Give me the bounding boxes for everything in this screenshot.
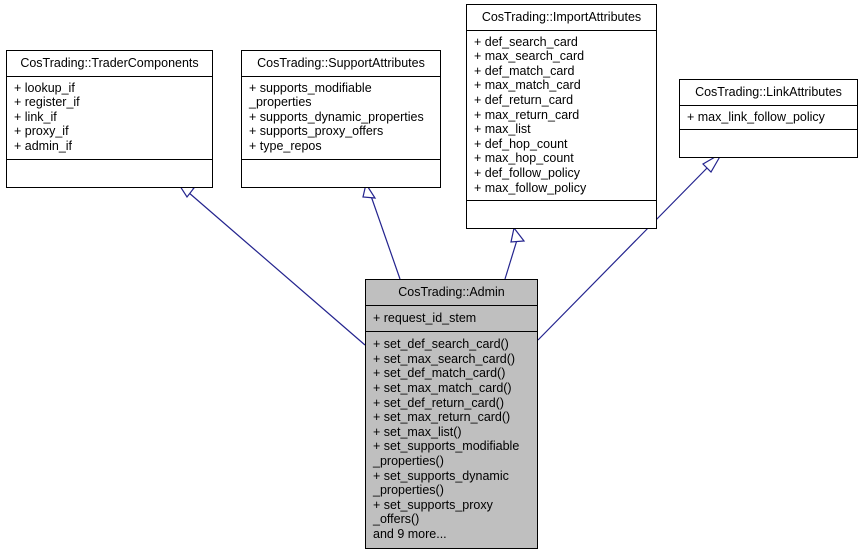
attribute-row: + def_follow_policy [474, 165, 580, 180]
class-title: CosTrading::Admin [366, 280, 537, 306]
attribute-row: + lookup_if [14, 80, 75, 95]
operation-row: + set_def_search_card() [373, 337, 509, 352]
operation-row: + set_def_match_card() [373, 366, 506, 381]
attribute-row: + link_if [14, 109, 57, 124]
attribute-row: + max_list [474, 122, 531, 137]
attribute-row: + supports_dynamic_properties [249, 109, 424, 124]
class-box-trader-components[interactable]: CosTrading::TraderComponents + lookup_if… [6, 50, 213, 188]
class-title: CosTrading::ImportAttributes [467, 5, 656, 31]
operation-row: + set_max_search_card() [373, 351, 516, 366]
attribute-row: + def_match_card [474, 63, 575, 78]
attribute-row: + type_repos [249, 138, 322, 153]
attribute-row: + max_return_card [474, 107, 580, 122]
operation-row: + set_def_return_card() [373, 395, 504, 410]
attribute-row: + supports_modifiable _properties [249, 80, 372, 110]
class-attributes-section: + supports_modifiable _properties + supp… [242, 77, 440, 160]
edge-admin-to-importattributes [504, 226, 526, 280]
operation-row: + set_max_list() [373, 424, 462, 439]
class-operations-section [7, 160, 212, 187]
operation-row: + set_supports_dynamic _properties() [373, 468, 509, 498]
attribute-row: + def_hop_count [474, 136, 568, 151]
operation-row: + set_max_return_card() [373, 410, 511, 425]
class-attributes-section: + max_link_follow_policy [680, 106, 857, 131]
attribute-row: + admin_if [14, 138, 73, 153]
attribute-row: + request_id_stem [373, 310, 477, 325]
edge-admin-to-supportattributes [362, 182, 401, 280]
attribute-row: + max_match_card [474, 78, 581, 93]
class-box-import-attributes[interactable]: CosTrading::ImportAttributes + def_searc… [466, 4, 657, 230]
attribute-row: + def_search_card [474, 34, 578, 49]
class-title: CosTrading::LinkAttributes [680, 80, 857, 106]
class-operations-section: + set_def_search_card() + set_max_search… [366, 332, 537, 547]
operation-row: + set_supports_proxy _offers() [373, 497, 493, 527]
attribute-row: + max_follow_policy [474, 180, 587, 195]
class-operations-section [467, 201, 656, 228]
class-title: CosTrading::SupportAttributes [242, 51, 440, 77]
attribute-row: + proxy_if [14, 124, 69, 139]
edge-admin-to-tradercomponents [176, 181, 366, 346]
attribute-row: + max_hop_count [474, 151, 574, 166]
class-attributes-section: + request_id_stem [366, 306, 537, 333]
attribute-row: + max_search_card [474, 49, 585, 64]
class-box-admin[interactable]: CosTrading::Admin + request_id_stem + se… [365, 279, 538, 549]
operation-row-more: and 9 more... [373, 526, 447, 541]
class-operations-section [680, 130, 857, 157]
operation-row: + set_max_match_card() [373, 380, 512, 395]
operation-row: + set_supports_modifiable _properties() [373, 439, 520, 468]
attribute-row: + supports_proxy_offers [249, 124, 384, 139]
class-box-support-attributes[interactable]: CosTrading::SupportAttributes + supports… [241, 50, 441, 188]
class-attributes-section: + lookup_if + register_if + link_if + pr… [7, 77, 212, 160]
class-attributes-section: + def_search_card + max_search_card + de… [467, 31, 656, 202]
attribute-row: + register_if [14, 95, 80, 110]
attribute-row: + def_return_card [474, 92, 574, 107]
class-title: CosTrading::TraderComponents [7, 51, 212, 77]
class-operations-section [242, 160, 440, 187]
attribute-row: + max_link_follow_policy [687, 109, 825, 124]
class-box-link-attributes[interactable]: CosTrading::LinkAttributes + max_link_fo… [679, 79, 858, 159]
